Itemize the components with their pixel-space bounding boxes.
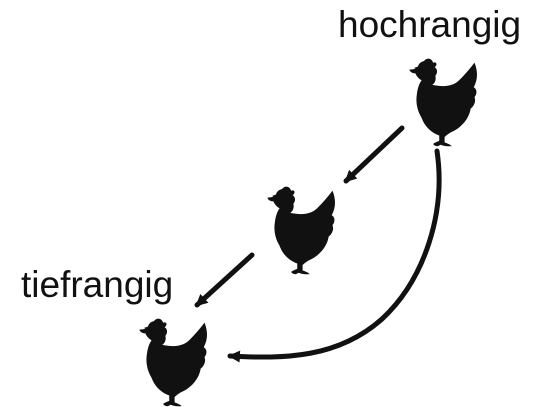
chicken-icon: [267, 186, 335, 275]
chicken-icon: [409, 58, 477, 147]
arrow-icon: [343, 125, 405, 184]
high-rank-label: hochrangig: [338, 4, 522, 45]
arrow-icon: [194, 252, 255, 308]
hierarchy-arrows: [194, 125, 442, 363]
top-bird: [409, 58, 477, 147]
bottom-bird: [139, 318, 207, 407]
chicken-icon: [139, 318, 207, 407]
low-rank-label: tiefrangig: [21, 264, 174, 305]
arrow-icon: [227, 148, 442, 363]
middle-bird: [267, 186, 335, 275]
